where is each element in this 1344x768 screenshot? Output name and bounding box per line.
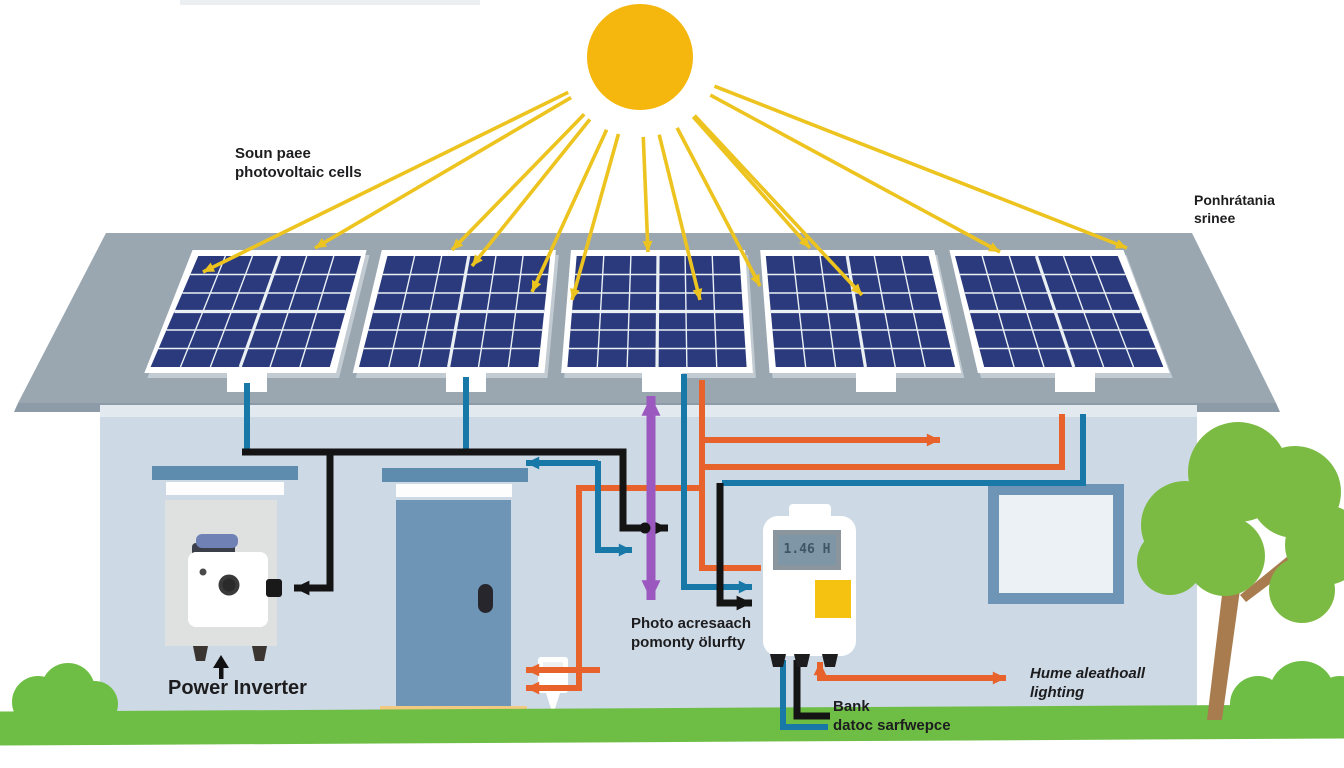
junction-dot: [639, 522, 651, 534]
tree-canopy: [1137, 422, 1344, 623]
label-pv-array-right: Ponhrátania srinee: [1194, 192, 1275, 226]
power-inverter-unit: [165, 500, 282, 661]
wire-black-ground: [793, 660, 830, 720]
left-awning: [152, 466, 298, 495]
sun-ray: [691, 115, 812, 250]
inverter-foot: [252, 646, 267, 661]
meter-display: [778, 535, 836, 565]
meter-indicator: [815, 580, 851, 618]
sun-ray: [675, 127, 762, 287]
label-battery-storage: Photo acresaach pomonty ölurfty: [631, 615, 752, 651]
door: [396, 500, 511, 710]
sun-ray: [709, 93, 1001, 254]
label-power-inverter: Power Inverter: [168, 677, 307, 699]
wiring: [242, 374, 1086, 730]
solar-panel: [760, 250, 965, 378]
sun-ray: [470, 118, 592, 268]
top-faint-strip: [180, 0, 480, 5]
mounting-foot: [856, 372, 896, 392]
sun: [587, 4, 693, 110]
bush-left: [12, 663, 118, 728]
mounting-foot: [227, 372, 267, 392]
bush-right: [1230, 661, 1344, 732]
tree-trunk: [1207, 556, 1258, 720]
meter-terminals: [770, 654, 838, 667]
sun-rays: [202, 84, 1128, 301]
solar-panel: [561, 250, 756, 378]
tree: [1137, 422, 1344, 732]
door-awning: [382, 468, 528, 497]
mounting-foot: [642, 372, 682, 392]
sun-ray: [657, 134, 702, 301]
solar-panel-array: [144, 250, 1173, 378]
sun-ray: [202, 90, 570, 274]
solar-panel: [144, 250, 370, 378]
wire-blue-to-meter: [681, 374, 752, 590]
sun-ray: [713, 84, 1128, 250]
sun-ray: [314, 95, 572, 250]
meter-reading: 1.46 H: [783, 542, 831, 557]
sun-ray: [641, 136, 650, 253]
sun-ray: [693, 114, 864, 297]
mounting-foot: [1055, 372, 1095, 392]
electric-meter: [763, 504, 856, 667]
wire-blue-window: [722, 414, 1086, 486]
window: [988, 484, 1124, 604]
grass: [0, 704, 1344, 746]
sun-ray: [450, 113, 586, 252]
label-bank-service: Bank datoc sarfwepce: [833, 698, 951, 734]
wire-orange-window: [699, 414, 1065, 470]
sun-ray: [530, 128, 609, 293]
inverter-foot: [193, 646, 208, 661]
solar-panel: [352, 250, 559, 378]
sun-ray: [570, 133, 621, 301]
solar-panel: [949, 250, 1173, 378]
wire-blue-ground: [780, 660, 828, 730]
label-solar-panels: Soun paee photovoltaic cells: [235, 145, 362, 181]
door-handle-icon: [478, 584, 493, 613]
label-home-lighting: Hume aleathoall lighting: [1030, 665, 1146, 701]
up-arrow-icon: [213, 655, 229, 679]
wire-orange-outlet: [526, 485, 702, 691]
outlet-device: [538, 657, 568, 715]
